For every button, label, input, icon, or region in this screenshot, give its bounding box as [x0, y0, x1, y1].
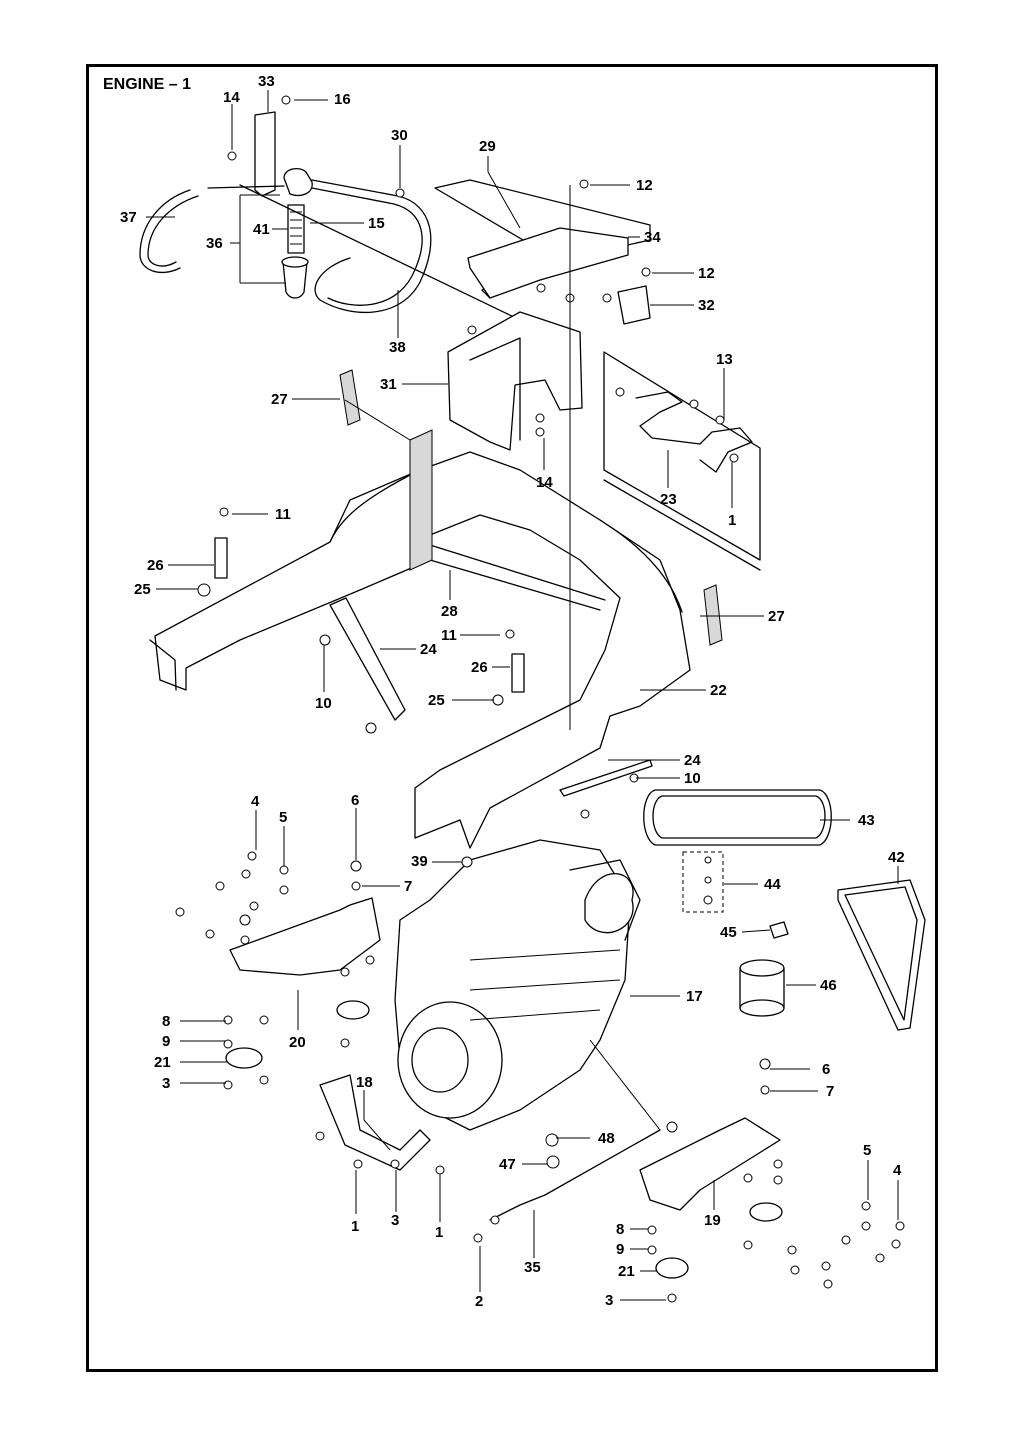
upper-brackets [434, 179, 651, 451]
callout-24: 24 [420, 641, 437, 658]
callout-42: 42 [888, 849, 905, 866]
callout-10: 10 [684, 770, 701, 787]
callout-16: 16 [334, 91, 351, 108]
callout-43: 43 [858, 812, 875, 829]
callout-14: 14 [536, 474, 553, 491]
callout-25: 25 [428, 692, 445, 709]
fasteners [175, 95, 905, 1303]
callout-4: 4 [893, 1162, 902, 1179]
callout-18: 18 [356, 1074, 373, 1091]
bracket-24-left [329, 597, 406, 721]
callout-24: 24 [684, 752, 701, 769]
diagram-title: ENGINE – 1 [103, 76, 192, 93]
callout-2: 2 [475, 1293, 483, 1310]
engine-mount-bracket-20 [229, 897, 381, 976]
callout-4: 4 [251, 793, 260, 810]
callout-37: 37 [120, 209, 137, 226]
callout-27: 27 [768, 608, 785, 625]
callout-3: 3 [391, 1212, 399, 1229]
callout-46: 46 [820, 977, 837, 994]
heat-shield-18 [319, 1074, 431, 1171]
callout-labels: 33 14 16 30 29 12 37 41 15 36 34 12 32 3… [120, 73, 905, 1310]
main-frame [149, 429, 691, 849]
rubber-mount-21-far-right [749, 1202, 783, 1222]
strip-27-right [703, 584, 723, 646]
sensor-45 [769, 921, 789, 939]
diagram-frame [86, 64, 938, 1372]
parts-group-44-box [682, 851, 724, 913]
callout-23: 23 [660, 491, 677, 508]
callout-26: 26 [147, 557, 164, 574]
callout-31: 31 [380, 376, 397, 393]
callout-14: 14 [223, 89, 240, 106]
callout-6: 6 [351, 792, 359, 809]
callout-41: 41 [253, 221, 270, 238]
callout-7: 7 [826, 1083, 834, 1100]
callout-5: 5 [279, 809, 287, 826]
callout-33: 33 [258, 73, 275, 90]
callout-21: 21 [618, 1263, 635, 1280]
callout-38: 38 [389, 339, 406, 356]
callout-12: 12 [698, 265, 715, 282]
callout-9: 9 [616, 1241, 624, 1258]
rod-35 [489, 1129, 661, 1221]
latch-26-left [214, 537, 228, 579]
callout-30: 30 [391, 127, 408, 144]
callout-9: 9 [162, 1033, 170, 1050]
latch-26-right [511, 653, 525, 693]
fuel-filter-assembly [139, 111, 521, 321]
engine-mount-bracket-19 [639, 1117, 781, 1211]
callout-25: 25 [134, 581, 151, 598]
callout-17: 17 [686, 988, 703, 1005]
v-belt-42 [837, 879, 926, 1031]
callout-6: 6 [822, 1061, 830, 1078]
callout-7: 7 [404, 878, 412, 895]
rod-24-right [559, 759, 653, 797]
callout-20: 20 [289, 1034, 306, 1051]
callout-21: 21 [154, 1054, 171, 1071]
callout-1: 1 [435, 1224, 443, 1241]
callout-10: 10 [315, 695, 332, 712]
gasket-43 [643, 789, 832, 846]
clamp-bracket [603, 351, 761, 571]
strip-27-left [339, 369, 361, 426]
engine [394, 839, 641, 1131]
callout-19: 19 [704, 1212, 721, 1229]
callout-5: 5 [863, 1142, 871, 1159]
callout-1: 1 [351, 1218, 359, 1235]
callout-3: 3 [605, 1292, 613, 1309]
callout-29: 29 [479, 138, 496, 155]
callout-8: 8 [616, 1221, 624, 1238]
callout-26: 26 [471, 659, 488, 676]
callout-32: 32 [698, 297, 715, 314]
callout-1: 1 [728, 512, 736, 529]
callout-39: 39 [411, 853, 428, 870]
callout-15: 15 [368, 215, 385, 232]
callout-3: 3 [162, 1075, 170, 1092]
callout-22: 22 [710, 682, 727, 699]
callout-34: 34 [644, 229, 661, 246]
callout-11: 11 [275, 506, 291, 523]
callout-12: 12 [636, 177, 653, 194]
callout-35: 35 [524, 1259, 541, 1276]
callout-47: 47 [499, 1156, 516, 1173]
callout-13: 13 [716, 351, 733, 368]
callout-11: 11 [441, 627, 457, 644]
callout-48: 48 [598, 1130, 615, 1147]
callout-44: 44 [764, 876, 781, 893]
rubber-mount-21-right [655, 1257, 689, 1279]
callout-36: 36 [206, 235, 223, 252]
oil-filter-46 [739, 959, 785, 1017]
callout-27: 27 [271, 391, 288, 408]
callout-45: 45 [720, 924, 737, 941]
leader-lines [146, 90, 899, 1301]
rubber-mount-21-left [225, 1047, 263, 1069]
callout-8: 8 [162, 1013, 170, 1030]
rubber-mount-21-mid [336, 1000, 370, 1020]
callout-28: 28 [441, 603, 458, 620]
